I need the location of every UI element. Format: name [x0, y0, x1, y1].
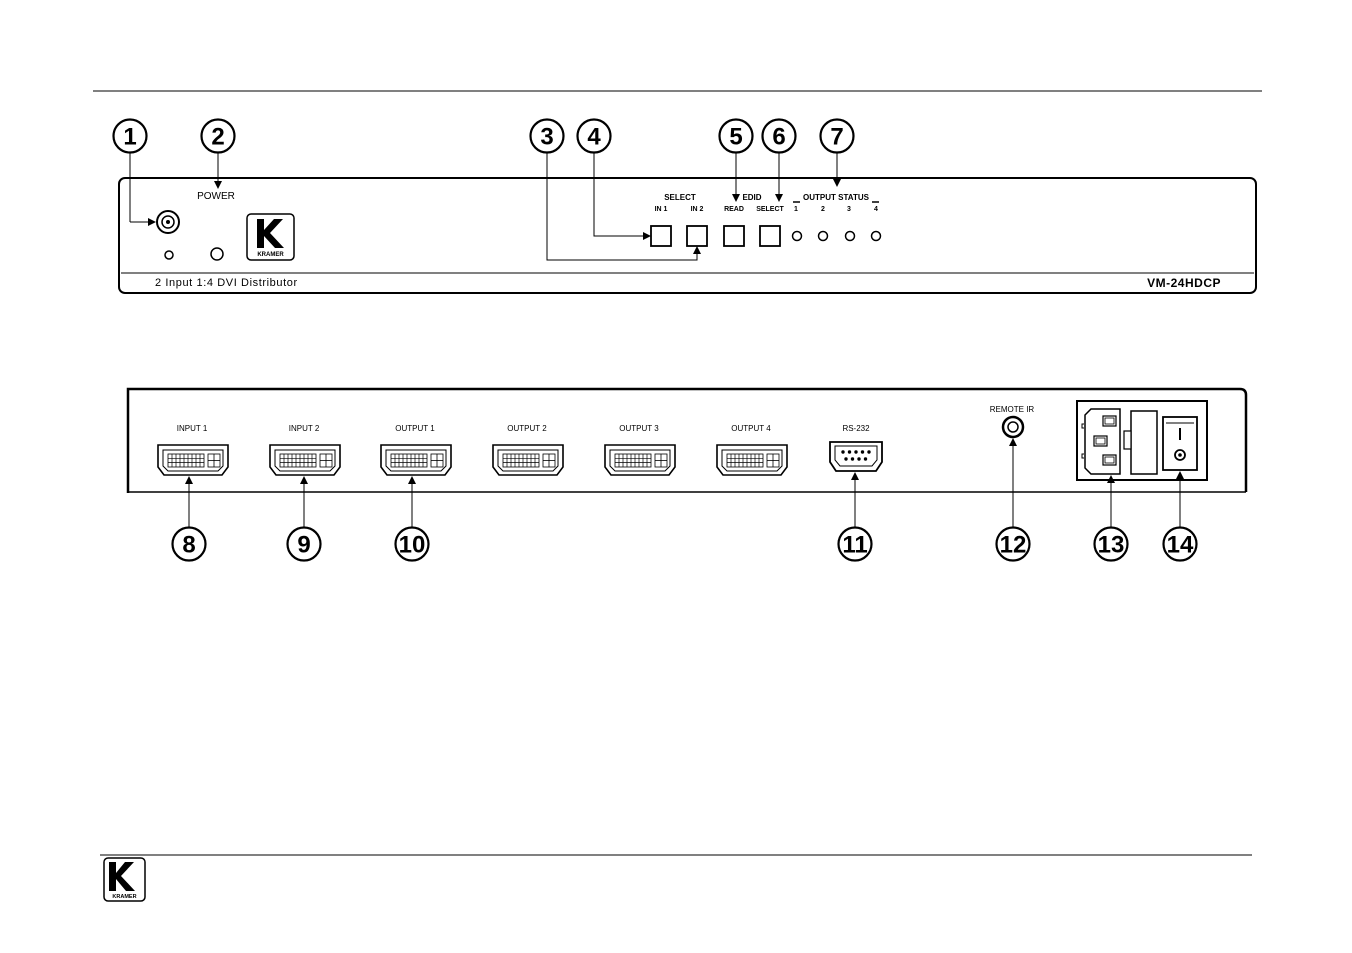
callout-5: 5: [720, 120, 753, 153]
svg-text:8: 8: [182, 532, 195, 559]
power-inlet-icon: [1082, 409, 1120, 474]
model-name: VM-24HDCP: [1147, 276, 1221, 290]
kramer-logo-icon: KRAMER: [247, 214, 294, 260]
dvi-output3-connector-icon: [605, 445, 675, 475]
input2-label: INPUT 2: [289, 424, 320, 433]
power-label: POWER: [197, 191, 235, 202]
output-status-led-icon: [793, 232, 802, 241]
dvi-input1-connector-icon: [158, 445, 228, 475]
output-status-label: OUTPUT STATUS: [803, 193, 870, 202]
dvi-output2-connector-icon: [493, 445, 563, 475]
dvi-output4-connector-icon: [717, 445, 787, 475]
svg-text:10: 10: [399, 532, 426, 559]
remote-ir-jack-icon: [1003, 417, 1023, 437]
callout-2: 2: [202, 120, 235, 153]
input1-label: INPUT 1: [177, 424, 208, 433]
rear-panel: INPUT 1 INPUT 2 OUTPUT 1 OUTPUT 2 OUTPUT…: [128, 389, 1246, 493]
callout-4: 4: [578, 120, 611, 153]
callout-1: 1: [114, 120, 147, 153]
svg-text:13: 13: [1098, 532, 1125, 559]
svg-text:12: 12: [1000, 532, 1027, 559]
footer-logo-text: KRAMER: [112, 894, 136, 900]
callout-3: 3: [531, 120, 564, 153]
callout-11: 11: [839, 528, 872, 561]
svg-text:4: 4: [587, 124, 601, 151]
output-status-number: 3: [847, 206, 851, 213]
svg-text:1: 1: [123, 124, 136, 151]
output-status-number: 1: [794, 206, 798, 213]
svg-text:2: 2: [211, 124, 224, 151]
power-switch-icon[interactable]: [1163, 417, 1197, 470]
output-status-number: 2: [821, 206, 825, 213]
edid-read-button[interactable]: [724, 226, 744, 246]
dvi-input2-connector-icon: [270, 445, 340, 475]
output2-label: OUTPUT 2: [507, 424, 547, 433]
in1-label: IN 1: [655, 206, 668, 213]
rs232-connector-icon: [830, 442, 882, 471]
callout-9: 9: [288, 528, 321, 561]
svg-text:6: 6: [772, 124, 785, 151]
callout-7: 7: [821, 120, 854, 153]
callout-12: 12: [997, 528, 1030, 561]
device-description: 2 Input 1:4 DVI Distributor: [155, 277, 298, 289]
callout-10: 10: [396, 528, 429, 561]
select-in1-button[interactable]: [651, 226, 671, 246]
power-led-icon: [211, 248, 223, 260]
callout-14: 14: [1164, 528, 1197, 561]
edid-select-button[interactable]: [760, 226, 780, 246]
front-panel: POWER KRAMER SELECT IN 1 IN 2 EDID READ …: [119, 178, 1256, 293]
output-status-number: 4: [874, 206, 878, 213]
svg-text:11: 11: [842, 532, 867, 559]
dvi-output1-connector-icon: [381, 445, 451, 475]
ir-sensor-icon: [157, 211, 179, 233]
output-status-led-icon: [872, 232, 881, 241]
output4-label: OUTPUT 4: [731, 424, 771, 433]
remote-ir-label: REMOTE IR: [990, 405, 1035, 414]
output-status-led-icon: [819, 232, 828, 241]
in2-label: IN 2: [691, 206, 704, 213]
svg-text:5: 5: [729, 124, 742, 151]
read-label: READ: [724, 206, 744, 213]
rs232-label: RS-232: [842, 424, 870, 433]
output-status-led-icon: [846, 232, 855, 241]
svg-text:9: 9: [297, 532, 310, 559]
small-led-icon: [165, 251, 173, 259]
edid-group-label: EDID: [742, 193, 761, 202]
output1-label: OUTPUT 1: [395, 424, 435, 433]
select-group-label: SELECT: [664, 193, 696, 202]
callout-6: 6: [763, 120, 796, 153]
callout-13: 13: [1095, 528, 1128, 561]
footer-kramer-logo-icon: KRAMER: [104, 858, 145, 901]
output3-label: OUTPUT 3: [619, 424, 659, 433]
select-in2-button[interactable]: [687, 226, 707, 246]
svg-text:3: 3: [540, 124, 553, 151]
svg-text:14: 14: [1167, 532, 1194, 559]
svg-text:7: 7: [830, 124, 843, 151]
edid-select-label: SELECT: [756, 206, 784, 213]
panel-logo-text: KRAMER: [257, 252, 284, 258]
callout-8: 8: [173, 528, 206, 561]
